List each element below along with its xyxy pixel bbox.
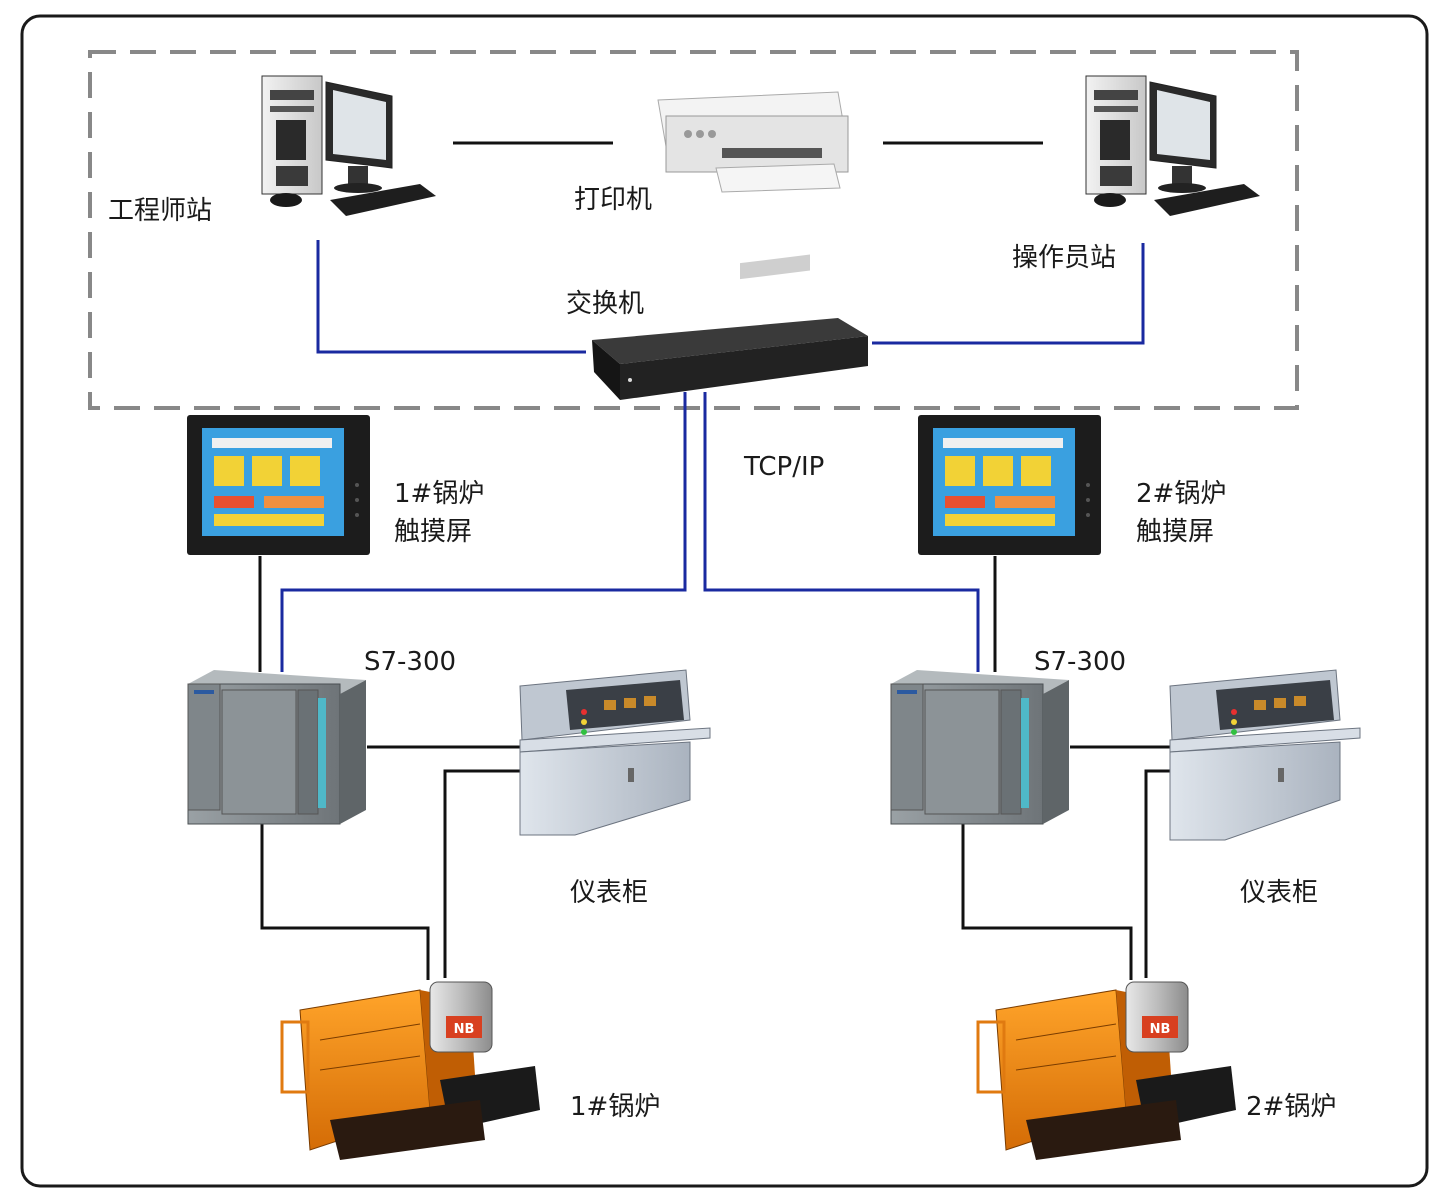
operator-station-label: 操作员站 bbox=[1012, 243, 1117, 273]
hmi-1-label-line1: 1#锅炉 bbox=[394, 479, 485, 509]
cabinet-1-label: 仪表柜 bbox=[570, 878, 649, 908]
printer-icon bbox=[657, 91, 849, 193]
boiler-1-icon bbox=[280, 981, 540, 1160]
hmi-1-label-line2: 触摸屏 bbox=[394, 517, 473, 547]
hmi-touchscreen-2-icon bbox=[918, 415, 1101, 555]
cabinet-2-label: 仪表柜 bbox=[1240, 878, 1319, 908]
outer-frame bbox=[20, 14, 1429, 1188]
boiler-2-icon bbox=[976, 981, 1236, 1160]
boiler-1-label: 1#锅炉 bbox=[570, 1092, 661, 1122]
hmi-2-label-line2: 触摸屏 bbox=[1136, 517, 1215, 547]
protocol-label: TCP/IP bbox=[744, 452, 825, 482]
plc-s7-300-1-icon bbox=[187, 670, 366, 825]
instrument-cabinet-2-icon bbox=[1169, 669, 1361, 841]
boiler-1-nameplate: NB bbox=[454, 1022, 475, 1037]
connections bbox=[258, 141, 1172, 980]
management-zone-dashed-border bbox=[88, 50, 1299, 410]
engineer-station-computer-icon bbox=[261, 75, 436, 216]
plc-1-label: S7-300 bbox=[364, 647, 457, 677]
boiler-2-nameplate: NB bbox=[1150, 1022, 1171, 1037]
hmi-2-label-line1: 2#锅炉 bbox=[1136, 479, 1227, 509]
operator-station-computer-icon bbox=[1085, 75, 1260, 216]
engineer-station-label: 工程师站 bbox=[108, 196, 213, 226]
boiler-2-label: 2#锅炉 bbox=[1246, 1092, 1337, 1122]
plc-s7-300-2-icon bbox=[890, 670, 1069, 825]
instrument-cabinet-1-icon bbox=[519, 669, 711, 836]
network-switch-icon bbox=[592, 254, 868, 400]
plc-2-label: S7-300 bbox=[1034, 647, 1127, 677]
printer-label: 打印机 bbox=[574, 185, 653, 215]
hmi-touchscreen-1-icon bbox=[187, 415, 370, 555]
switch-label: 交换机 bbox=[566, 289, 645, 319]
